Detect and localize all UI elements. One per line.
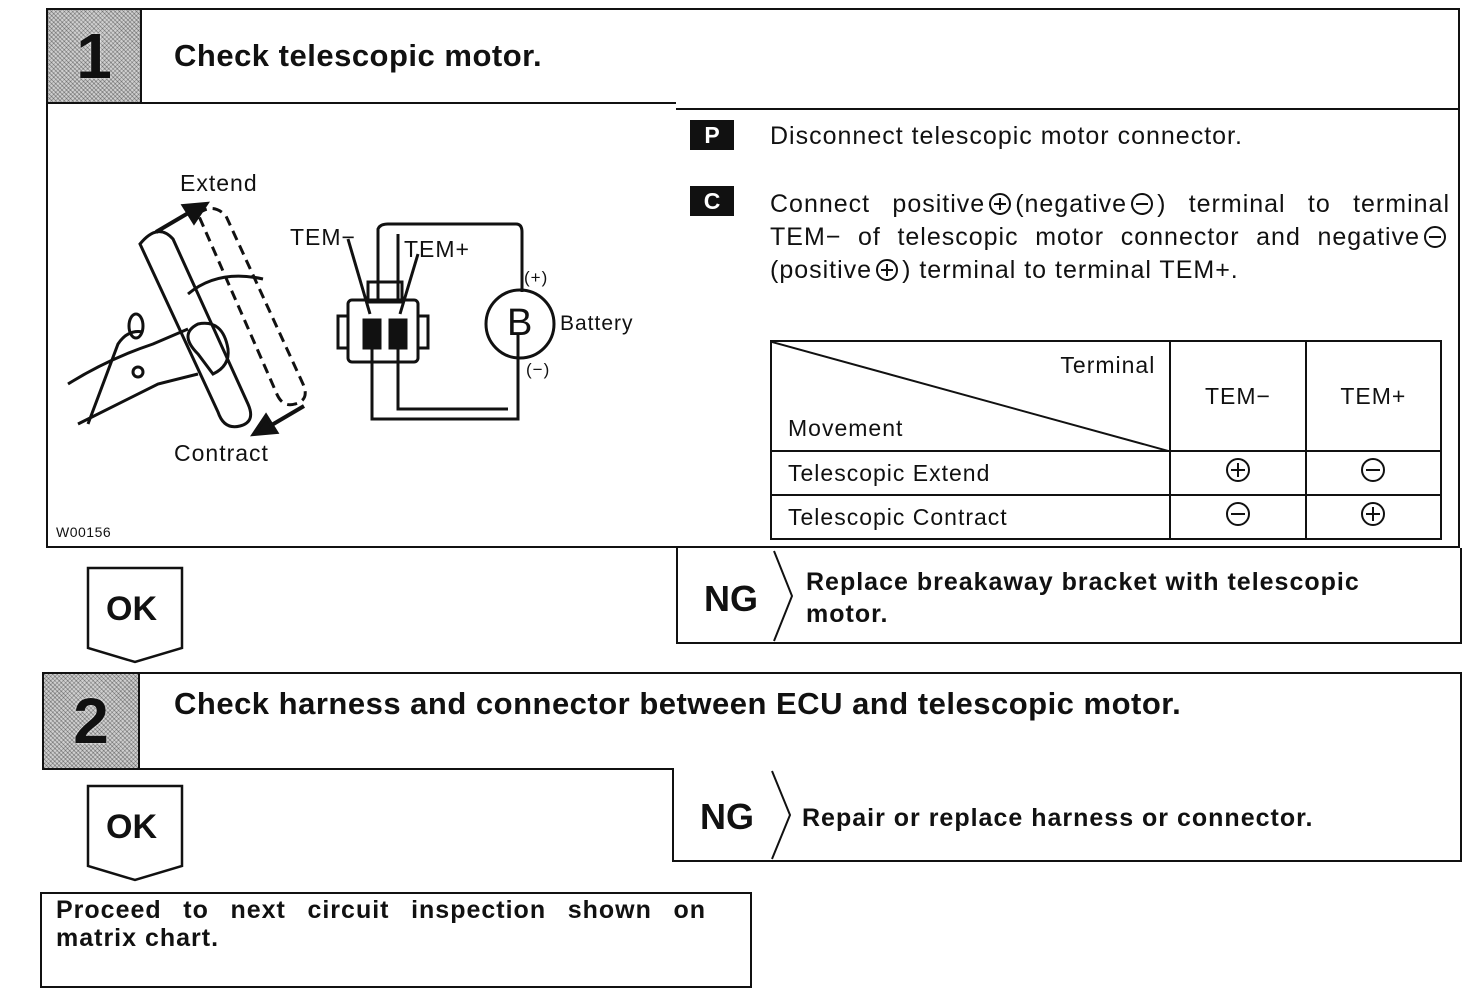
telescopic-motor-diagram	[67, 201, 556, 437]
table-row: Telescopic Extend	[769, 450, 1443, 496]
positive-symbol-icon	[1226, 458, 1250, 482]
extend-arrow	[154, 201, 210, 234]
row-contract-tem-minus	[1169, 494, 1307, 540]
step1-number-badge: 1	[48, 10, 142, 102]
positive-symbol-icon	[1361, 502, 1386, 526]
check-text-c: ) terminal to terminal TEM− of telescopi…	[770, 190, 1450, 251]
table-row: Telescopic Contract	[769, 494, 1443, 540]
tem-plus-label: TEM+	[404, 236, 470, 262]
step1-ng-label: NG	[704, 578, 758, 619]
header-terminal: Terminal	[1060, 352, 1156, 378]
diagonal-line	[772, 342, 1172, 452]
table-diagonal-header: Terminal Movement	[769, 340, 1172, 452]
battery-negative-label: (−)	[526, 360, 551, 379]
step1-number: 1	[76, 20, 112, 92]
step1-header: 1 Check telescopic motor.	[46, 8, 1460, 104]
tem-minus-label: TEM−	[290, 224, 356, 250]
step1-ng-text: Replace breakaway bracket with telescopi…	[806, 568, 1360, 628]
step1-ok-label: OK	[106, 590, 157, 628]
step2-number-badge: 2	[44, 674, 140, 768]
column-header-tem-plus: TEM+	[1304, 340, 1443, 452]
step2-ng-box	[672, 768, 1462, 862]
check-tag: C	[690, 186, 734, 216]
check-text-b: (negative	[1015, 190, 1128, 218]
final-action-box: Proceed to next circuit inspection shown…	[40, 892, 752, 988]
battery-symbol	[484, 288, 556, 360]
check-text-e: ) terminal to terminal TEM+.	[902, 256, 1239, 284]
prep-text: Disconnect telescopic motor connector.	[770, 122, 1243, 150]
step2-ok-label: OK	[106, 808, 157, 846]
step2-ok-arrow	[86, 784, 184, 882]
row-extend-tem-plus	[1304, 450, 1443, 496]
negative-symbol-icon	[1226, 502, 1250, 526]
terminal-table: Terminal Movement TEM− TEM+ Telescopic E…	[769, 340, 1443, 540]
header-movement: Movement	[788, 415, 904, 441]
step2-ng-label: NG	[700, 796, 754, 837]
check-text: Connect positive(negative) terminal to t…	[770, 188, 1450, 287]
check-text-a: Connect positive	[770, 190, 986, 218]
step2-number: 2	[73, 685, 109, 757]
steering-wheel-illustration	[67, 207, 307, 429]
negative-symbol-icon	[1424, 226, 1446, 248]
row-movement-extend: Telescopic Extend	[769, 450, 1172, 496]
connector-illustration	[336, 280, 430, 364]
negative-symbol-icon	[1131, 193, 1154, 215]
step2-ng-text: Repair or replace harness or connector.	[802, 804, 1314, 832]
column-header-tem-minus: TEM−	[1169, 340, 1307, 452]
ng-chevron	[773, 550, 794, 642]
check-text-d: (positive	[770, 256, 873, 284]
battery-letter: B	[507, 302, 533, 344]
figure-code: W00156	[56, 524, 112, 540]
battery-label: Battery	[560, 312, 634, 335]
step1-ok-arrow	[86, 566, 184, 664]
contract-arrow	[250, 404, 306, 437]
row-contract-tem-plus	[1304, 494, 1443, 540]
row-extend-tem-minus	[1169, 450, 1307, 496]
extend-label: Extend	[180, 170, 258, 196]
negative-symbol-icon	[1361, 458, 1386, 482]
ng-chevron	[771, 770, 792, 860]
row-movement-contract: Telescopic Contract	[769, 494, 1172, 540]
step1-title: Check telescopic motor.	[174, 38, 543, 73]
final-action-text: Proceed to next circuit inspection shown…	[56, 896, 706, 952]
contract-label: Contract	[174, 440, 269, 466]
positive-symbol-icon	[876, 259, 899, 281]
wiring	[346, 222, 524, 421]
battery-positive-label: (+)	[524, 268, 549, 287]
positive-symbol-icon	[989, 193, 1012, 215]
step1-ng-box	[676, 548, 1462, 644]
step1-figure-panel: Extend Contract TEM− TEM+ B Battery (+) …	[46, 102, 678, 548]
step2-header: 2 Check harness and connector between EC…	[42, 672, 1462, 770]
step2-title: Check harness and connector between ECU …	[174, 686, 1182, 721]
prep-tag: P	[690, 120, 734, 150]
